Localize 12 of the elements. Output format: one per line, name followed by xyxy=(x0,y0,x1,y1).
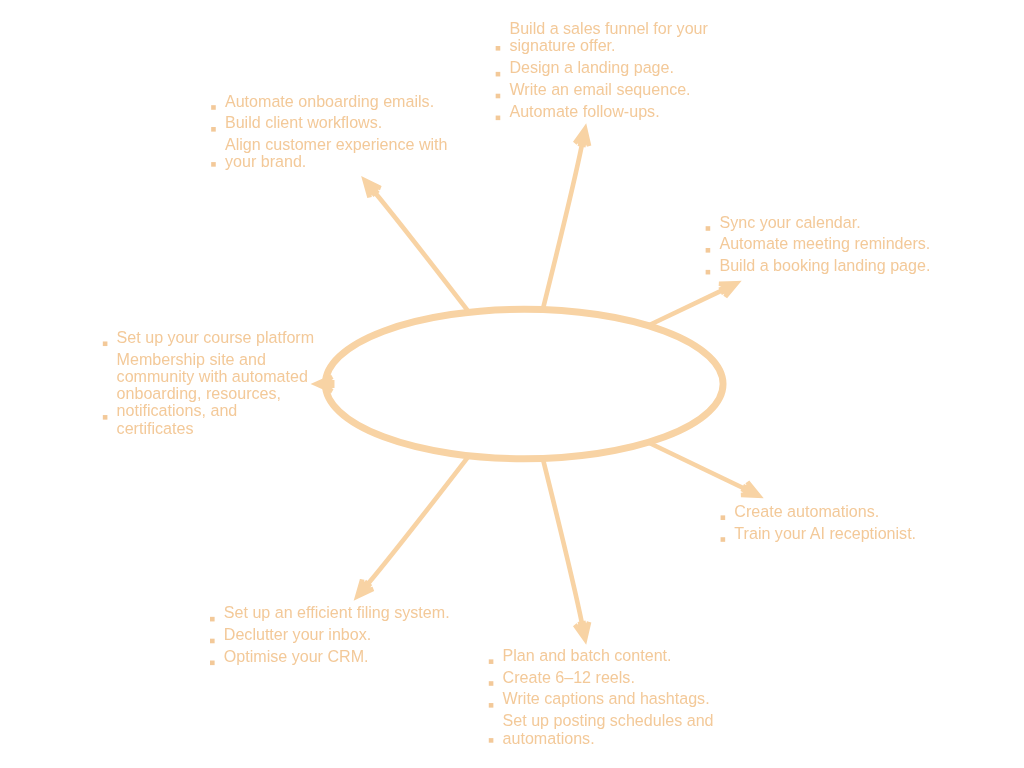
node-text: Plan and batch content. Create 6–12 reels. Write captions and hashtags. Set up posting schedules and automations. xyxy=(502,645,714,747)
node-text: Sync your calendar. Automate meeting reminders. Build a booking landing page. xyxy=(719,212,931,275)
arrow xyxy=(647,440,761,498)
arrow xyxy=(647,280,739,328)
arrow xyxy=(540,126,592,310)
arrow xyxy=(313,374,335,394)
node-text: Set up an efficient filing system. Declutter your inbox. Optimise your CRM. xyxy=(223,603,450,665)
arrow xyxy=(540,458,592,642)
node-text: Automate onboarding emails. Build client workflows. Align customer experience with your brand. xyxy=(224,91,448,171)
node-text: Build a sales funnel for your signature offer. Design a landing page. Write an email sequence. Automate follow-ups. xyxy=(509,19,708,120)
node-text: Set up your course platform Membership site and community with automated onboarding, resources, notifications, and certificates xyxy=(116,327,315,437)
node-text: Create automations. Train your AI receptionist. xyxy=(734,501,917,542)
